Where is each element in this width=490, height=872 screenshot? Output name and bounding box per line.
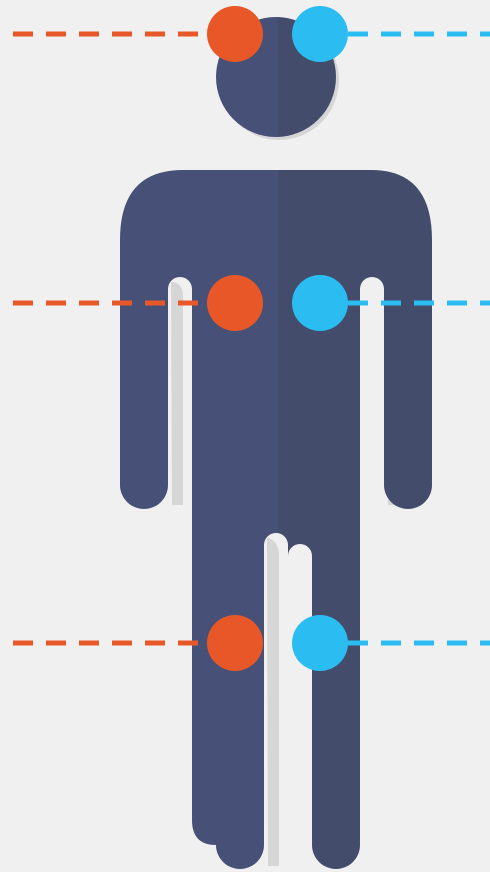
legs-left-orange-dot-icon [207,615,263,671]
head-right-cyan-dot-icon [292,6,348,62]
head-left-orange-dot-icon [207,6,263,62]
chest-left-orange-dot-icon [207,275,263,331]
legs-right-cyan-dot-icon [292,615,348,671]
chest-right-cyan-dot-icon [292,275,348,331]
